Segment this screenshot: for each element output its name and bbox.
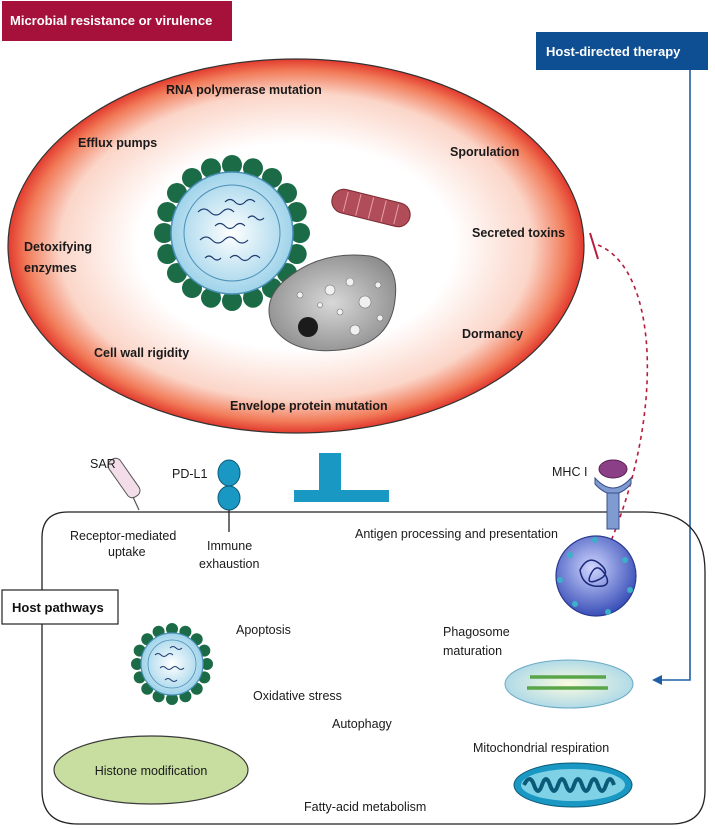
label-immune-line1: Immune	[207, 539, 252, 553]
virus-spike-icon	[290, 223, 310, 243]
label-receptor-line2: uptake	[108, 545, 146, 559]
virus-spike-icon	[243, 158, 263, 179]
label-detoxifying-line2: enzymes	[24, 261, 77, 275]
virus-spike-icon	[131, 658, 143, 670]
host-directed-therapy-header	[536, 32, 708, 70]
label-rna-polymerase: RNA polymerase mutation	[166, 83, 322, 97]
pd-l1-icon	[217, 459, 241, 532]
virus-spike-icon	[243, 287, 263, 308]
receptor-icon	[107, 457, 141, 511]
virus-spike-icon	[201, 658, 213, 670]
label-apoptosis: Apoptosis	[236, 623, 291, 637]
virus-spike-icon	[222, 155, 242, 175]
virus-icon	[154, 155, 310, 311]
phagosome-icon	[504, 659, 634, 709]
label-phagosome-line1: Phagosome	[443, 625, 510, 639]
virus-spike-icon	[154, 223, 174, 243]
label-oxidative: Oxidative stress	[253, 689, 342, 703]
label-pd-l1: PD-L1	[172, 467, 207, 481]
virus-spike-icon	[286, 244, 307, 264]
virus-spike-icon	[157, 244, 178, 264]
antigen-cell-icon	[555, 535, 637, 617]
host-cell-outline	[41, 511, 706, 825]
label-efflux-pumps: Efflux pumps	[78, 136, 157, 150]
label-sporulation: Sporulation	[450, 145, 519, 159]
label-antigen: Antigen processing and presentation	[355, 527, 558, 541]
label-dormancy: Dormancy	[462, 327, 523, 341]
label-cell-wall: Cell wall rigidity	[94, 346, 189, 360]
therapy-arrowhead-icon	[652, 675, 662, 685]
bacillus-icon	[331, 188, 411, 228]
label-detoxifying-line1: Detoxifying	[24, 240, 92, 254]
label-mito: Mitochondrial respiration	[473, 741, 609, 755]
therapy-arrow-line	[660, 70, 691, 681]
virus-spike-icon	[201, 287, 221, 308]
virus-spike-icon	[286, 202, 307, 222]
label-autophagy: Autophagy	[332, 717, 393, 731]
spore-cell-icon	[268, 254, 397, 352]
virus-spike-icon	[201, 158, 221, 179]
label-histone: Histone modification	[95, 764, 208, 778]
virus-spike-icon	[222, 291, 242, 311]
label-phagosome-line2: maturation	[443, 644, 502, 658]
inhibition-bar-icon	[589, 232, 599, 260]
label-secreted-toxins: Secreted toxins	[472, 226, 565, 240]
virus-spike-icon	[157, 202, 178, 222]
label-sar: SAR	[90, 457, 116, 471]
virus-spike-icon	[166, 623, 178, 635]
label-envelope: Envelope protein mutation	[230, 399, 388, 413]
inhibition-t-icon	[294, 453, 389, 502]
mhc-icon	[594, 459, 632, 530]
label-immune-line2: exhaustion	[199, 557, 260, 571]
label-mhc: MHC I	[552, 465, 587, 479]
microbial-resistance-title: Microbial resistance or virulence	[10, 13, 212, 28]
microbial-resistance-header	[2, 1, 232, 41]
host-pathways-box	[1, 589, 119, 625]
virus-spike-icon	[166, 693, 178, 705]
inhibition-dashed-line	[597, 244, 649, 556]
host-directed-therapy-title: Host-directed therapy	[546, 44, 681, 59]
label-receptor-line1: Receptor-mediated	[70, 529, 176, 543]
label-fatty: Fatty-acid metabolism	[304, 800, 426, 814]
mitochondrion-icon	[513, 762, 633, 808]
histone-icon	[53, 735, 249, 805]
small-virus-icon	[131, 623, 213, 705]
host-pathways-title: Host pathways	[12, 600, 104, 615]
